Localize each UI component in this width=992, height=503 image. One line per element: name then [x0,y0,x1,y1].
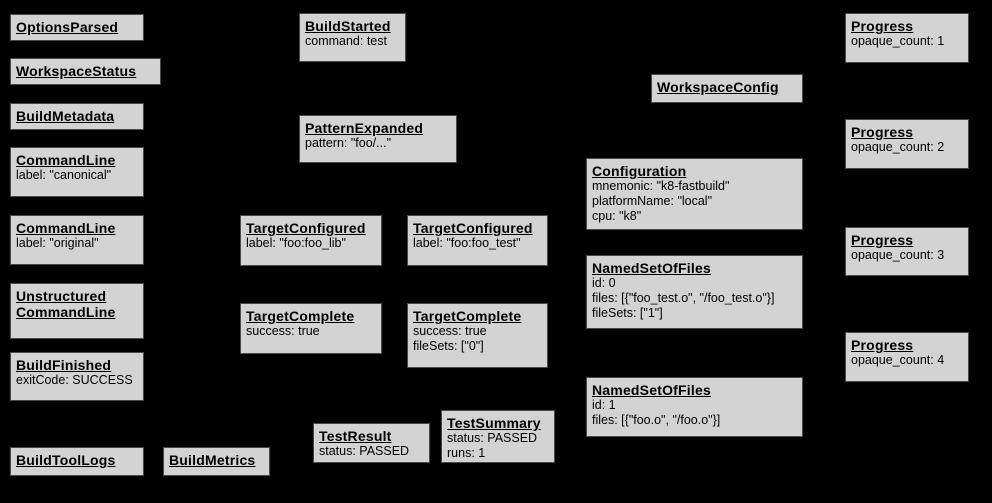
node-title: TargetComplete [413,308,522,324]
node-build-finished: BuildFinished exitCode: SUCCESS [10,352,144,401]
node-target-configured-foo-lib: TargetConfigured label: "foo:foo_lib" [240,215,382,266]
node-title: NamedSetOfFiles [592,382,711,398]
node-title: Progress [851,337,914,353]
node-unstructured-command-line: Unstructured CommandLine [10,283,144,339]
node-title: BuildMetadata [16,108,115,124]
node-title: NamedSetOfFiles [592,260,711,276]
node-body: mnemonic: "k8-fastbuild" platformName: "… [592,179,730,223]
node-body: opaque_count: 3 [851,248,945,262]
node-title: TargetConfigured [246,220,366,236]
node-title: BuildStarted [305,18,391,34]
node-command-line-canonical: CommandLine label: "canonical" [10,147,144,197]
node-body: success: true [246,324,320,338]
node-body: command: test [305,34,387,48]
node-body: label: "foo:foo_lib" [246,236,346,250]
node-title: TargetConfigured [413,220,533,236]
node-title: CommandLine [16,220,116,236]
node-progress-4: Progress opaque_count: 4 [845,332,969,382]
node-body: opaque_count: 1 [851,34,945,48]
node-command-line-original: CommandLine label: "original" [10,215,144,265]
node-progress-3: Progress opaque_count: 3 [845,227,969,276]
node-build-metrics: BuildMetrics [163,447,270,476]
node-body: label: "original" [16,236,99,250]
node-body: status: PASSED runs: 1 [447,431,538,460]
node-workspace-status: WorkspaceStatus [10,58,161,85]
node-title: Progress [851,232,914,248]
node-body: opaque_count: 2 [851,140,945,154]
node-title: CommandLine [16,152,116,168]
node-body: status: PASSED [319,444,410,458]
node-title: BuildToolLogs [16,452,116,468]
node-title: OptionsParsed [16,19,119,35]
node-title: WorkspaceConfig [657,79,779,95]
node-title: TargetComplete [246,308,355,324]
node-target-configured-foo-test: TargetConfigured label: "foo:foo_test" [407,215,548,266]
node-title: BuildMetrics [169,452,256,468]
node-progress-1: Progress opaque_count: 1 [845,13,969,63]
node-body: label: "foo:foo_test" [413,236,521,250]
node-test-summary: TestSummary status: PASSED runs: 1 [441,410,555,463]
node-body: opaque_count: 4 [851,353,945,367]
node-test-result: TestResult status: PASSED [313,423,430,463]
node-title: WorkspaceStatus [16,63,137,79]
node-workspace-config: WorkspaceConfig [651,74,803,103]
node-title: Unstructured CommandLine [16,288,116,320]
node-named-set-of-files-1: NamedSetOfFiles id: 1 files: [{"foo.o", … [586,377,803,437]
node-body: exitCode: SUCCESS [16,373,133,387]
node-build-tool-logs: BuildToolLogs [10,447,144,476]
node-title: BuildFinished [16,357,112,373]
node-title: Configuration [592,163,687,179]
node-options-parsed: OptionsParsed [10,14,144,41]
node-body: success: true fileSets: ["0"] [413,324,487,353]
node-build-metadata: BuildMetadata [10,103,144,130]
node-body: id: 1 files: [{"foo.o", "/foo.o"}] [592,398,721,427]
node-build-started: BuildStarted command: test [299,13,406,62]
node-title: TestResult [319,428,392,444]
node-title: Progress [851,124,914,140]
node-body: id: 0 files: [{"foo_test.o", "/foo_test.… [592,276,775,320]
node-target-complete-foo-test: TargetComplete success: true fileSets: [… [407,303,548,368]
node-body: pattern: "foo/..." [305,136,392,150]
node-body: label: "canonical" [16,168,112,182]
node-pattern-expanded: PatternExpanded pattern: "foo/..." [299,115,457,163]
node-target-complete-foo-lib: TargetComplete success: true [240,303,382,354]
node-title: PatternExpanded [305,120,424,136]
node-configuration: Configuration mnemonic: "k8-fastbuild" p… [586,158,803,230]
node-progress-2: Progress opaque_count: 2 [845,119,969,169]
node-title: Progress [851,18,914,34]
node-named-set-of-files-0: NamedSetOfFiles id: 0 files: [{"foo_test… [586,255,803,329]
node-title: TestSummary [447,415,541,431]
